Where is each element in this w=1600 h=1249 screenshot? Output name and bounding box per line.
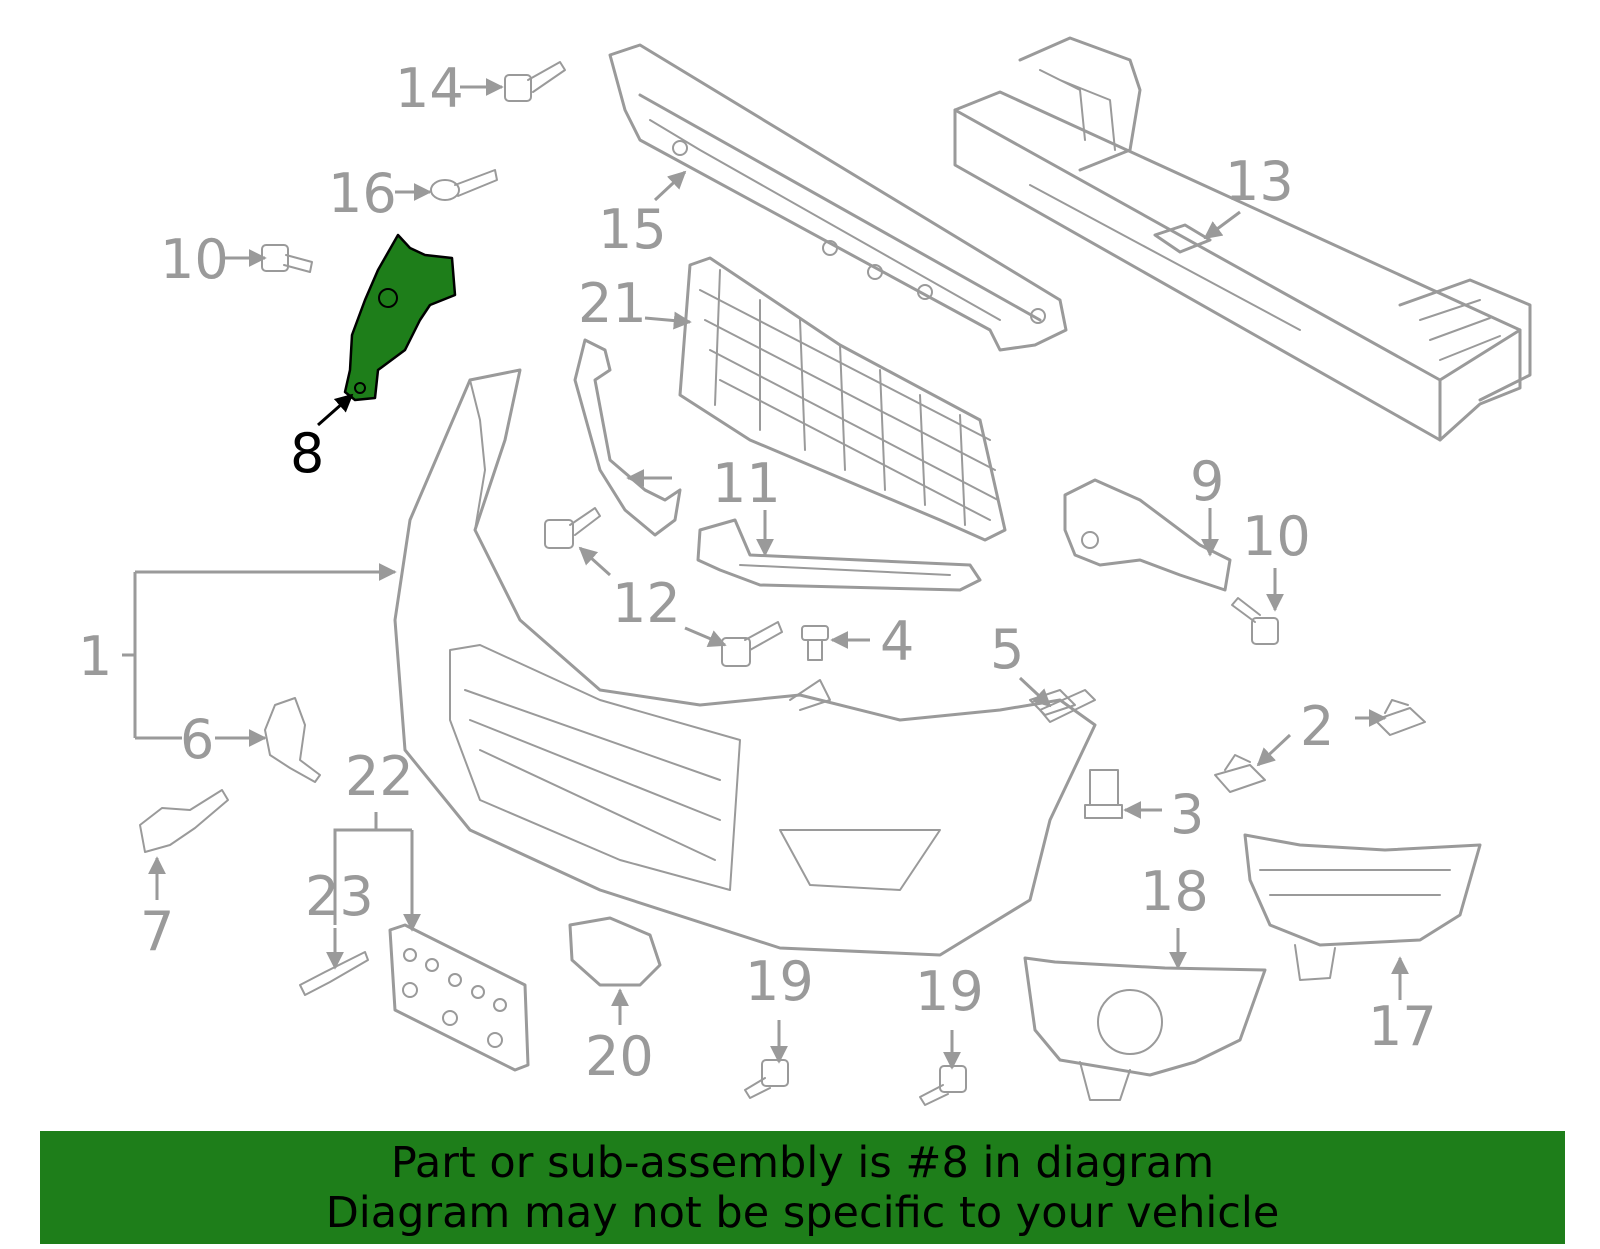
part-2-nuts	[1214, 699, 1426, 793]
callout-12: 12	[612, 572, 681, 635]
part-16-clip	[430, 169, 498, 201]
part-14-bolt	[504, 61, 566, 102]
callout-23: 23	[305, 865, 374, 928]
leader-13	[1203, 210, 1241, 240]
callout-14: 14	[395, 57, 464, 120]
part-23-screw	[299, 951, 369, 996]
part-10-bolt-right	[1231, 597, 1279, 645]
part-4-clip	[801, 625, 829, 661]
info-banner: Part or sub-assembly is #8 in diagram Di…	[40, 1131, 1565, 1244]
leader-1-bracket	[122, 572, 137, 738]
leader-12b	[684, 626, 727, 647]
callout-19a: 19	[745, 950, 814, 1013]
leader-5	[1018, 676, 1052, 708]
part-12-bolt-lower	[721, 621, 783, 667]
callout-22: 22	[345, 745, 414, 808]
callout-10-right: 10	[1242, 505, 1311, 568]
part-17-fog-bezel	[1243, 833, 1482, 981]
part-9-bracket	[1063, 478, 1232, 592]
callout-16: 16	[328, 162, 397, 225]
callout-8: 8	[290, 422, 324, 485]
callout-2: 2	[1300, 695, 1334, 758]
leader-2b	[1256, 733, 1292, 767]
part-8-highlighted-bracket	[343, 233, 457, 402]
callout-19b: 19	[915, 960, 984, 1023]
part-12-bolt-upper	[544, 507, 601, 549]
callout-20: 20	[585, 1025, 654, 1088]
part-3-clip	[1084, 769, 1123, 819]
callout-11: 11	[712, 452, 781, 515]
callout-9: 9	[1190, 450, 1224, 513]
callout-3: 3	[1170, 783, 1204, 846]
part-15-upper-bracket	[608, 43, 1068, 352]
banner-line-2: Diagram may not be specific to your vehi…	[325, 1187, 1280, 1238]
callout-7: 7	[140, 900, 174, 963]
part-6-bracket	[264, 697, 321, 783]
leader-21	[644, 311, 692, 330]
callout-1: 1	[78, 625, 112, 688]
part-22-license-bracket	[388, 923, 530, 1072]
part-18-fog-bezel	[1023, 956, 1267, 1101]
callout-18: 18	[1140, 860, 1209, 923]
callout-13: 13	[1225, 150, 1294, 213]
callout-4: 4	[880, 610, 914, 673]
leader-lines	[122, 78, 1409, 1070]
callout-5: 5	[990, 618, 1024, 681]
part-side-bracket	[573, 338, 682, 537]
callout-17: 17	[1368, 995, 1437, 1058]
part-10-bolt-left	[261, 244, 313, 273]
callout-6: 6	[180, 708, 214, 771]
part-1-bumper-cover	[393, 368, 1097, 957]
part-13-bumper-reinforcement	[953, 36, 1532, 442]
leader-12a	[578, 546, 612, 577]
part-21-lower-grille	[678, 256, 1007, 542]
part-5-clip	[1039, 689, 1096, 723]
part-8-shape	[343, 233, 457, 402]
callout-10-left: 10	[160, 228, 229, 291]
part-11-absorber-strip	[696, 518, 982, 592]
callout-15: 15	[598, 198, 667, 261]
leader-15	[653, 170, 687, 202]
part-20-fog-cover	[568, 916, 662, 987]
leader-22-bracket	[333, 812, 412, 925]
leader-8	[317, 393, 354, 427]
part-7-clip	[139, 789, 229, 853]
banner-line-1: Part or sub-assembly is #8 in diagram	[390, 1137, 1215, 1188]
part-19-bolts	[744, 1059, 967, 1106]
callout-labels: 1 2 3 4 5 6 7 8 9 10 10 11 12 13 14 15 1…	[78, 57, 1437, 1088]
callout-21: 21	[578, 272, 647, 335]
